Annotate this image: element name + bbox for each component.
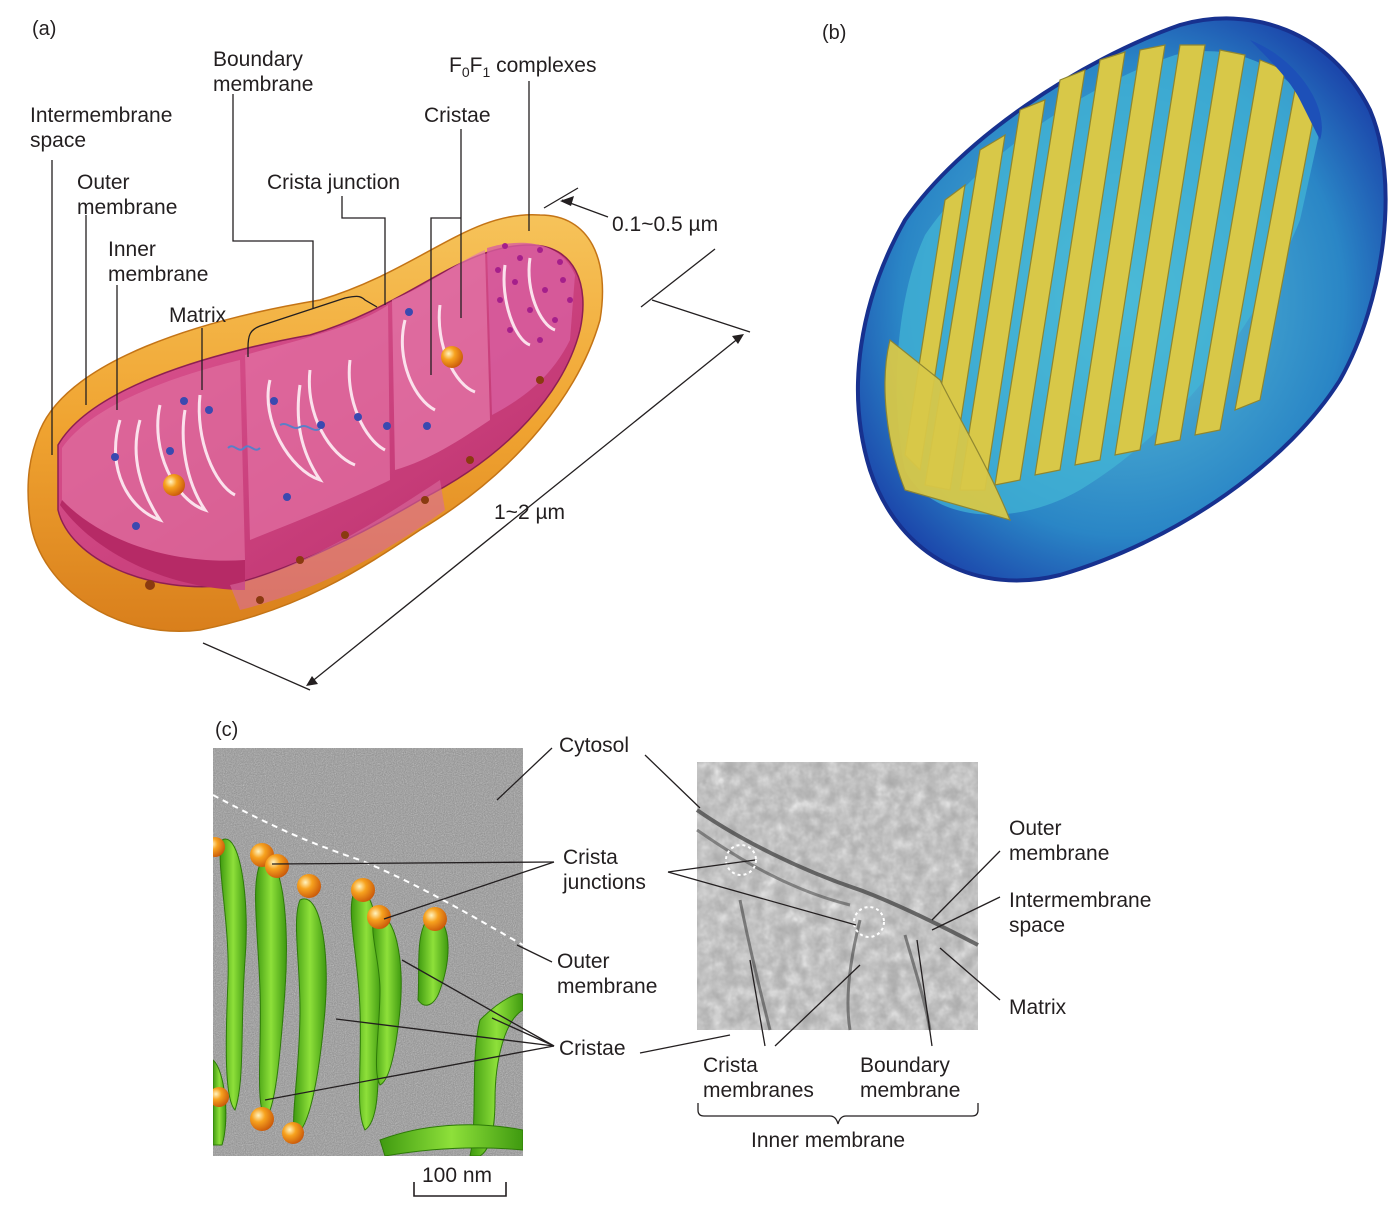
f0f1-rest: complexes: [490, 54, 597, 77]
label-width-dimension: 0.1~0.5 µm: [612, 213, 719, 236]
label-f0f1-complexes: F0F1 complexes: [449, 53, 596, 85]
label-intermembrane-space-c: Intermembrane space: [1009, 889, 1152, 937]
tomogram-3d-reconstruction: [856, 16, 1388, 583]
label-boundary-membrane-c: Boundary membrane: [860, 1054, 961, 1102]
f0f1-f2: F: [469, 54, 483, 77]
label-boundary-membrane-a: Boundary membrane: [213, 48, 314, 96]
panel-label-a: (a): [32, 18, 57, 40]
label-matrix-c: Matrix: [1009, 996, 1067, 1019]
label-cytosol: Cytosol: [559, 734, 630, 757]
scale-bar: [413, 1182, 507, 1197]
label-inner-membrane-c: Inner membrane: [751, 1129, 906, 1152]
label-intermembrane-space-a: Intermembrane space: [30, 104, 173, 152]
label-outer-membrane-c-right: Outer membrane: [1009, 817, 1110, 865]
mitochondrion-illustration: [27, 214, 604, 632]
panel-c-leaders: [264, 747, 1001, 1125]
label-length-dimension: 1~2 µm: [494, 501, 566, 524]
panel-label-c: (c): [215, 719, 239, 741]
label-matrix-a: Matrix: [169, 304, 227, 327]
f0f1-sub1: 1: [482, 64, 491, 80]
label-outer-membrane-c-left: Outer membrane: [557, 950, 658, 998]
f0f1-f: F: [449, 54, 462, 77]
em-tomogram-image: [213, 748, 523, 1156]
label-crista-junctions: Crista junctions: [563, 846, 646, 894]
panel-label-b: (b): [822, 22, 847, 44]
dimension-arrowheads: [306, 196, 744, 686]
label-outer-membrane-a: Outer membrane: [77, 171, 178, 219]
label-crista-membranes: Crista membranes: [703, 1054, 814, 1102]
f0f1-sub0: 0: [461, 64, 470, 80]
label-scale-bar: 100 nm: [422, 1164, 493, 1187]
label-inner-membrane-a: Inner membrane: [108, 238, 209, 286]
label-cristae-c: Cristae: [559, 1037, 626, 1060]
em-detail-image: [695, 762, 979, 1031]
label-cristae-a: Cristae: [424, 104, 491, 127]
label-crista-junction-a: Crista junction: [267, 171, 401, 194]
